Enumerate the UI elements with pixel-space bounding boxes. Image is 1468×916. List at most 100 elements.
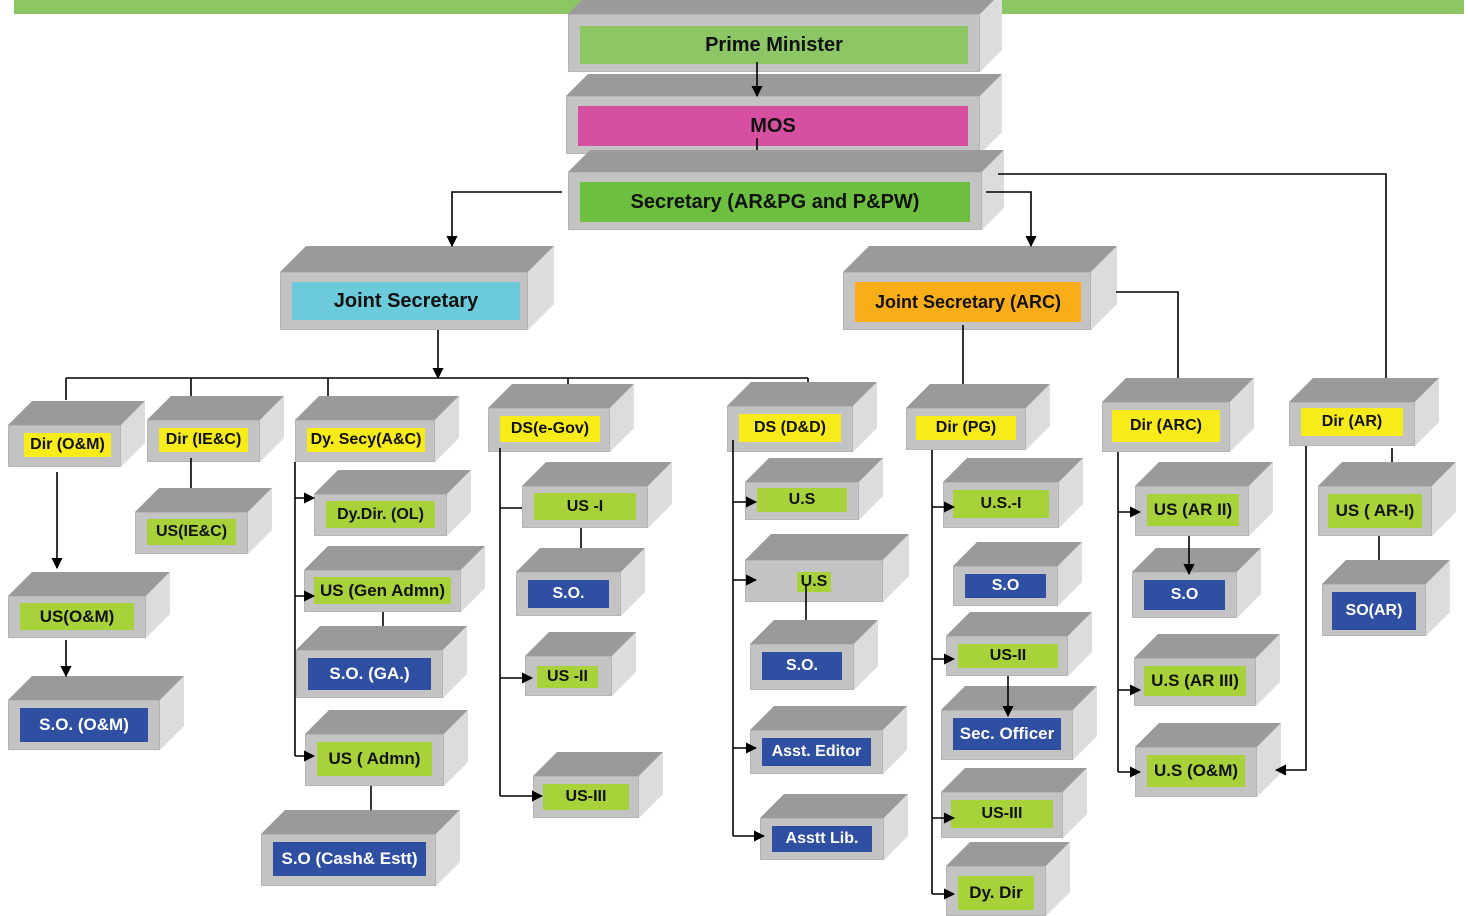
box-side-face <box>980 0 1002 72</box>
node-label: DS(e-Gov) <box>500 416 600 442</box>
org-node-so-ar: SO(AR) <box>1322 560 1450 636</box>
org-node-secretary: Secretary (AR&PG and P&PW) <box>568 150 1004 230</box>
box-top-face <box>8 676 184 700</box>
org-node-dir-pg: Dir (PG) <box>906 384 1050 450</box>
node-label: U.S <box>757 488 847 512</box>
org-node-us-genadmn: US (Gen Admn) <box>304 546 485 612</box>
node-label: U.S (AR III) <box>1144 666 1246 696</box>
node-label: U.S <box>797 572 831 592</box>
org-node-us-iii: US-III <box>533 752 663 818</box>
org-node-us-admn: US ( Admn) <box>305 710 468 786</box>
org-node-so-arc: S.O <box>1132 548 1261 618</box>
box-top-face <box>760 794 908 818</box>
org-node-pm: Prime Minister <box>568 0 1002 72</box>
node-label: DS (D&D) <box>739 414 841 442</box>
org-node-dir-ar: Dir (AR) <box>1289 378 1439 446</box>
box-top-face <box>953 542 1082 566</box>
connector-arrow <box>1274 446 1307 776</box>
box-top-face <box>1289 378 1439 402</box>
node-label: US-II <box>958 644 1058 668</box>
box-top-face <box>135 488 272 512</box>
node-label: Joint Secretary (ARC) <box>855 282 1081 322</box>
org-node-dir-iec: Dir (IE&C) <box>147 396 284 462</box>
node-label: Dy. Secy(A&C) <box>307 428 425 452</box>
box-top-face <box>1135 723 1281 747</box>
org-node-us-pg-i: U.S.-I <box>943 458 1083 528</box>
node-label: U.S.-I <box>953 490 1049 518</box>
org-node-ds-dd: DS (D&D) <box>727 382 877 452</box>
node-label: US ( AR-I) <box>1328 494 1422 528</box>
org-node-mos: MOS <box>566 74 1002 154</box>
org-node-so-egov: S.O. <box>516 548 645 616</box>
box-top-face <box>941 686 1097 710</box>
box-top-face <box>522 462 672 486</box>
org-node-us-i: US -I <box>522 462 672 528</box>
box-top-face <box>280 246 554 272</box>
org-node-us-dd2: U.S <box>745 534 909 602</box>
box-top-face <box>1102 378 1254 402</box>
org-node-us-om-arc: U.S (O&M) <box>1135 723 1281 797</box>
box-top-face <box>147 396 284 420</box>
box-top-face <box>533 752 663 776</box>
org-node-us-ar-iii: U.S (AR III) <box>1134 634 1280 706</box>
node-label: S.O <box>965 574 1046 598</box>
org-node-us-dd1: U.S <box>745 458 883 520</box>
org-node-asst-editor: Asst. Editor <box>750 706 907 774</box>
org-node-js: Joint Secretary <box>280 246 554 330</box>
node-label: US(O&M) <box>20 603 134 630</box>
node-label: Dir (IE&C) <box>159 428 248 452</box>
box-top-face <box>295 396 459 420</box>
org-node-us-pg-iii: US-III <box>941 768 1087 838</box>
node-label: Asst. Editor <box>762 738 871 766</box>
box-top-face <box>568 0 1002 14</box>
box-top-face <box>745 458 883 482</box>
node-label: Dir (O&M) <box>24 433 111 457</box>
org-node-so-dd: S.O. <box>750 620 878 690</box>
node-label: Dir (ARC) <box>1112 410 1220 442</box>
org-node-sec-officer: Sec. Officer <box>941 686 1097 760</box>
org-node-so-om: S.O. (O&M) <box>8 676 184 750</box>
node-label: SO(AR) <box>1332 592 1416 630</box>
node-label: US -I <box>534 493 636 520</box>
org-node-js-arc: Joint Secretary (ARC) <box>843 246 1117 330</box>
node-label: Dir (PG) <box>916 416 1016 440</box>
box-top-face <box>941 768 1087 792</box>
node-label: S.O. <box>528 580 609 608</box>
box-top-face <box>1135 462 1273 486</box>
org-node-asstt-lib: Asstt Lib. <box>760 794 908 860</box>
box-top-face <box>745 534 909 560</box>
node-label: Prime Minister <box>580 26 968 64</box>
node-label: S.O (Cash& Estt) <box>273 842 426 876</box>
box-top-face <box>304 546 485 570</box>
box-top-face <box>943 458 1083 482</box>
org-node-so-pg: S.O <box>953 542 1082 606</box>
node-label: Secretary (AR&PG and P&PW) <box>580 182 970 222</box>
node-label: S.O <box>1144 580 1225 610</box>
node-label: U.S (O&M) <box>1147 755 1245 787</box>
node-label: US (Gen Admn) <box>314 577 451 604</box>
box-top-face <box>906 384 1050 408</box>
org-node-dy-dir-pg: Dy. Dir <box>946 842 1070 916</box>
org-node-us-ar-i: US ( AR-I) <box>1318 462 1456 536</box>
box-top-face <box>946 612 1092 636</box>
box-top-face <box>1318 462 1456 486</box>
org-node-dydir-ol: Dy.Dir. (OL) <box>314 470 471 536</box>
node-label: MOS <box>578 106 968 146</box>
box-top-face <box>843 246 1117 272</box>
org-node-us-ar-ii: US (AR II) <box>1135 462 1273 536</box>
node-label: US-III <box>543 784 629 810</box>
box-top-face <box>314 470 471 494</box>
org-node-dysecy-ac: Dy. Secy(A&C) <box>295 396 459 462</box>
node-label: Asstt Lib. <box>772 826 872 852</box>
node-label: Sec. Officer <box>953 718 1061 750</box>
box-top-face <box>1132 548 1261 572</box>
org-node-us-om: US(O&M) <box>8 572 170 638</box>
box-top-face <box>727 382 877 406</box>
box-top-face <box>1322 560 1450 584</box>
org-node-dir-om: Dir (O&M) <box>8 401 145 467</box>
org-node-so-cash: S.O (Cash& Estt) <box>261 810 460 886</box>
box-top-face <box>750 706 907 730</box>
node-label: S.O. (GA.) <box>308 658 431 690</box>
box-top-face <box>1134 634 1280 658</box>
node-label: US ( Admn) <box>317 742 432 776</box>
